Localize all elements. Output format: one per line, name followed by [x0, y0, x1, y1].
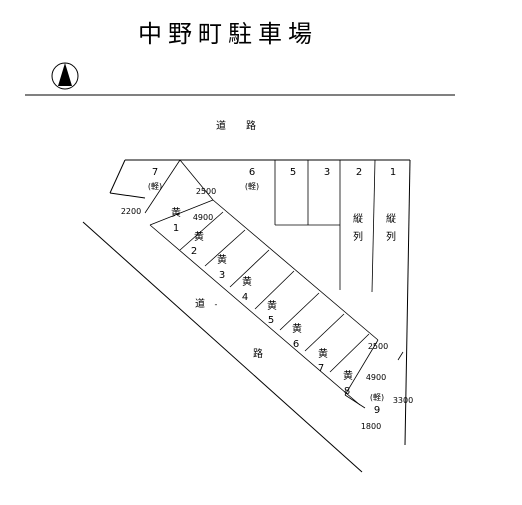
slot-3-number: 3: [324, 167, 330, 178]
yellow-slot-5-kanji: 黄: [267, 299, 277, 312]
slot-5-number: 5: [290, 167, 296, 178]
road-label-diag-2: 路: [253, 347, 263, 360]
slot-2-number: 2: [356, 167, 362, 178]
yellow-slot-7-kanji: 黄: [318, 347, 328, 360]
diagonal-road-edge: [82, 221, 363, 473]
yellow-slot-8-kanji: 黄: [343, 369, 353, 382]
yellow-slot-8-number: 8: [344, 386, 350, 397]
vertical-note-left-1: 縦: [353, 212, 363, 225]
yellow-slot-3-number: 3: [219, 270, 225, 281]
page-title: 中野町駐車場: [138, 20, 318, 48]
yellow-slot-3-kanji: 黄: [217, 253, 227, 266]
north-arrow-icon: [51, 62, 79, 90]
yellow-slot-6-kanji: 黄: [292, 322, 302, 335]
yellow-slot-7-number: 7: [318, 363, 324, 374]
slot-7-number: 7: [152, 167, 158, 178]
slot-6-type: (軽): [245, 182, 259, 191]
road-label-diag-1: 道: [195, 297, 205, 310]
yellow-slot-1-number: 1: [173, 223, 179, 234]
yellow-slot-4-number: 4: [242, 292, 248, 303]
dim-2200: 2200: [121, 207, 141, 216]
yellow-slot-1-kanji: 黄: [171, 206, 181, 219]
vertical-note-right-2: 列: [386, 230, 396, 243]
dim-4900-top: 4900: [193, 213, 213, 222]
yellow-slot-4-kanji: 黄: [242, 275, 252, 288]
slot-9-type: (軽): [370, 393, 384, 402]
vertical-note-left-2: 列: [353, 230, 363, 243]
dim-2500-top: 2500: [196, 187, 216, 196]
vertical-note-right-1: 縦: [386, 212, 396, 225]
road-label-diag-dash: -: [215, 300, 218, 309]
lot-outline: [109, 159, 411, 446]
slot-6-number: 6: [249, 167, 255, 178]
yellow-slot-6-number: 6: [293, 339, 299, 350]
slot-7-type: (軽): [148, 182, 162, 191]
yellow-bays: [149, 199, 404, 409]
dim-1800: 1800: [361, 422, 381, 431]
dim-3300: 3300: [393, 396, 413, 405]
top-bays: [274, 159, 376, 293]
slot-1-number: 1: [390, 167, 396, 178]
yellow-slot-5-number: 5: [268, 315, 274, 326]
dim-4900-bottom: 4900: [366, 373, 386, 382]
yellow-slot-2-number: 2: [191, 246, 197, 257]
yellow-slot-2-kanji: 黄: [194, 230, 204, 243]
dim-2500-bottom: 2500: [368, 342, 388, 351]
slot-9-number: 9: [374, 405, 380, 416]
top-left-slots: [144, 159, 214, 226]
road-label-top: 道 路: [216, 119, 256, 132]
